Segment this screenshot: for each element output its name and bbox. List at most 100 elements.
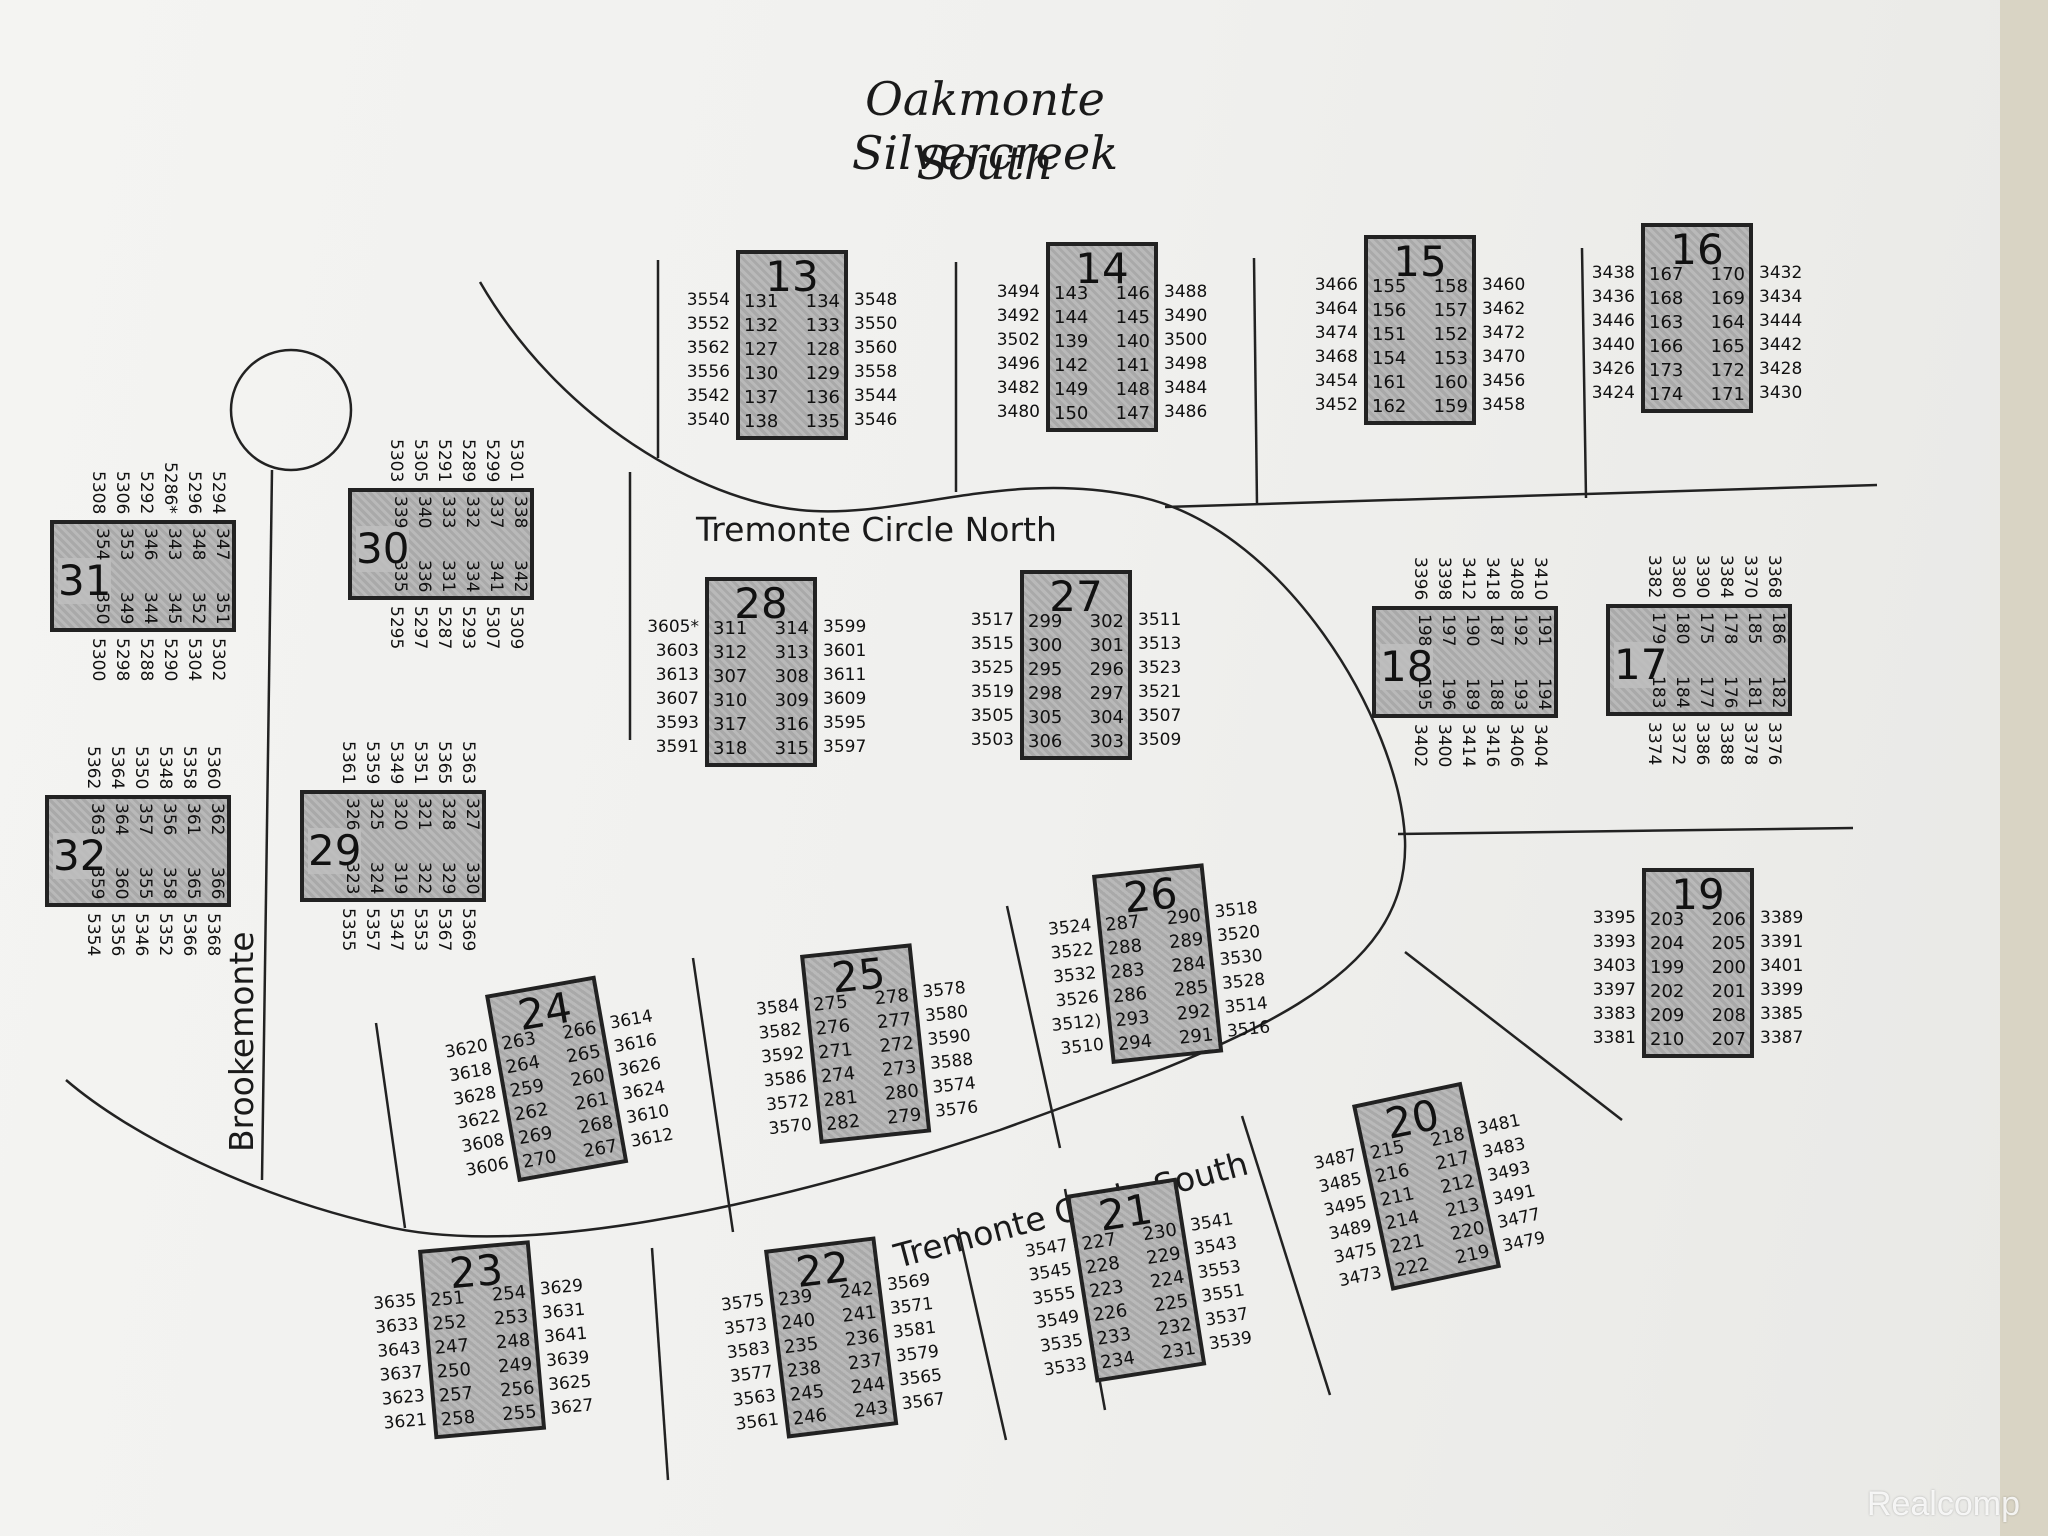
unit-number: 290	[1165, 904, 1202, 930]
unit-number: 130	[744, 363, 779, 384]
address-number: 5356	[107, 913, 127, 957]
unit-number: 192	[1510, 614, 1530, 647]
address-number: 5362	[83, 745, 103, 789]
address-number: 5351	[410, 740, 430, 784]
address-number: 3525	[970, 658, 1014, 678]
unit-number: 294	[1116, 1030, 1154, 1056]
unit-number: 163	[1649, 312, 1684, 333]
address-number: 3414	[1458, 724, 1478, 768]
unit-number: 303	[1089, 731, 1124, 752]
unit-number: 283	[1109, 959, 1146, 984]
address-number: 3635	[372, 1290, 418, 1315]
unit-number: 319	[390, 861, 410, 894]
address-number: 3554	[686, 290, 730, 310]
building-number: 17	[1614, 640, 1668, 689]
address-number: 3513	[1138, 634, 1182, 654]
unit-number: 256	[499, 1377, 536, 1402]
cul-de-sac	[229, 348, 353, 472]
unit-number: 175	[1696, 612, 1716, 645]
unit-number: 208	[1711, 1005, 1746, 1026]
unit-number: 307	[713, 666, 748, 687]
unit-number: 357	[135, 803, 155, 836]
unit-number: 197	[1438, 614, 1458, 647]
address-number: 5368	[203, 913, 223, 957]
address-number: 3637	[378, 1362, 424, 1386]
unit-number: 171	[1710, 384, 1745, 405]
unit-number: 156	[1372, 300, 1407, 321]
unit-number: 353	[116, 528, 136, 561]
address-number: 3639	[545, 1347, 591, 1372]
address-number: 5293	[458, 606, 478, 650]
unit-number: 261	[573, 1088, 611, 1115]
address-number: 3432	[1759, 263, 1803, 283]
unit-number: 292	[1175, 1000, 1212, 1025]
address-number: 5364	[107, 745, 127, 789]
address-number: 5349	[386, 740, 406, 784]
tremonte-circle-road	[65, 281, 1407, 1238]
unit-number: 132	[744, 315, 779, 336]
unit-number: 179	[1648, 612, 1668, 645]
address-number: 3390	[1692, 554, 1712, 598]
unit-number: 327	[462, 798, 482, 831]
address-number: 5304	[184, 638, 204, 682]
unit-number: 329	[438, 861, 458, 894]
address-number: 5365	[434, 740, 454, 784]
unit-number: 263	[499, 1028, 538, 1055]
unit-number: 312	[713, 642, 748, 663]
address-number: 3468	[1314, 347, 1358, 367]
unit-number: 336	[414, 559, 434, 592]
unit-number: 184	[1672, 675, 1692, 708]
building-number: 28	[734, 579, 788, 628]
address-number: 3438	[1591, 263, 1635, 283]
unit-number: 331	[438, 559, 458, 592]
unit-number: 143	[1054, 283, 1089, 304]
address-number: 3474	[1314, 323, 1358, 343]
unit-number: 266	[560, 1017, 599, 1044]
unit-number: 298	[1028, 683, 1063, 704]
address-number: 3444	[1759, 311, 1803, 331]
unit-number: 315	[774, 738, 809, 759]
address-number: 3430	[1759, 383, 1803, 403]
address-number: 3523	[1138, 658, 1182, 678]
address-number: 5307	[482, 606, 502, 650]
address-number: 3591	[655, 737, 699, 757]
address-number: 5295	[386, 606, 406, 650]
building-number: 18	[1380, 642, 1434, 691]
address-number: 3484	[1164, 378, 1208, 398]
unit-number: 281	[822, 1086, 859, 1112]
unit-number: 251	[429, 1287, 466, 1312]
unit-number: 182	[1768, 675, 1788, 708]
address-number: 3397	[1592, 980, 1636, 1000]
unit-number: 310	[713, 690, 748, 711]
address-number: 3548	[854, 290, 898, 310]
unit-number: 308	[774, 666, 809, 687]
unit-number: 219	[1453, 1240, 1492, 1269]
unit-number: 140	[1115, 331, 1150, 352]
unit-number: 344	[140, 591, 160, 624]
address-number: 5367	[434, 908, 454, 952]
unit-number: 334	[462, 559, 482, 592]
address-number: 3398	[1434, 556, 1454, 600]
address-number: 5303	[386, 438, 406, 482]
unit-number: 172	[1710, 360, 1745, 381]
unit-number: 138	[744, 411, 779, 432]
address-number: 5358	[179, 745, 199, 789]
unit-number: 359	[87, 866, 107, 899]
address-number: 3599	[823, 617, 867, 637]
unit-number: 305	[1028, 707, 1063, 728]
unit-number: 159	[1433, 396, 1468, 417]
unit-number: 318	[713, 738, 748, 759]
building-number: 27	[1049, 572, 1103, 621]
address-number: 3385	[1760, 1004, 1804, 1024]
address-number: 3503	[970, 730, 1014, 750]
unit-number: 144	[1054, 307, 1089, 328]
unit-number: 309	[774, 690, 809, 711]
unit-number: 204	[1650, 933, 1685, 954]
unit-number: 247	[433, 1334, 470, 1359]
unit-number: 238	[785, 1356, 823, 1383]
